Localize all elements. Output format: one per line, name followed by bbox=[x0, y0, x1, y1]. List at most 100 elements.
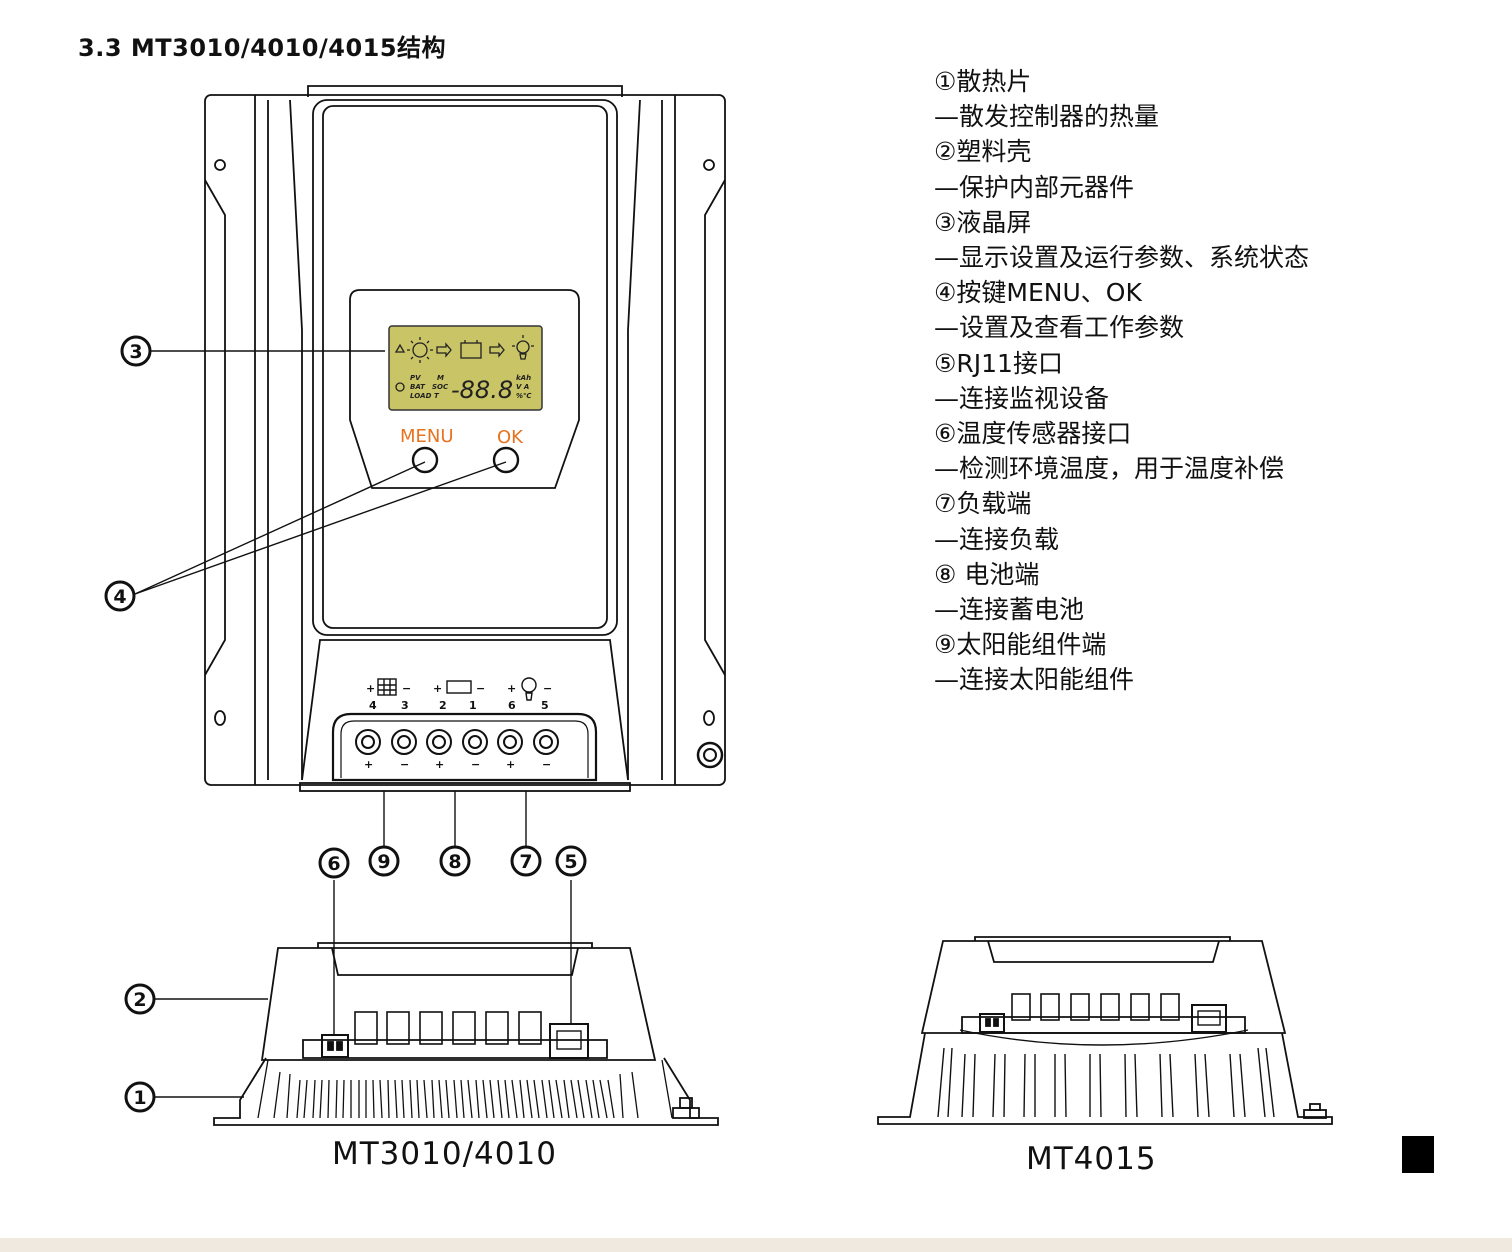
svg-text:+: + bbox=[433, 682, 442, 695]
battery-icon bbox=[460, 342, 482, 359]
legend-line: ⑧ 电池端 bbox=[934, 559, 1040, 589]
terminal-number: 4 bbox=[369, 699, 377, 712]
callout-5: 5 bbox=[555, 845, 587, 877]
ground-terminal bbox=[672, 1107, 700, 1119]
page-marker bbox=[1402, 1136, 1434, 1173]
svg-text:3: 3 bbox=[129, 341, 142, 363]
svg-text:2: 2 bbox=[133, 989, 146, 1011]
callout-3: 3 bbox=[120, 335, 152, 367]
callout-6: 6 bbox=[318, 847, 350, 879]
svg-text:6: 6 bbox=[327, 853, 340, 875]
svg-text:+: + bbox=[507, 682, 516, 695]
legend-line: —保护内部元器件 bbox=[934, 172, 1135, 202]
terminal-sign: + bbox=[506, 758, 515, 771]
warning-icon bbox=[394, 343, 406, 353]
lcd-label: M bbox=[437, 374, 444, 382]
side-view-mt4015 bbox=[877, 936, 1333, 1125]
terminal-opening bbox=[1070, 993, 1090, 1021]
legend-line: —连接太阳能组件 bbox=[934, 665, 1135, 695]
battery-terminal-icon bbox=[446, 680, 472, 694]
legend-line: —连接监视设备 bbox=[934, 383, 1110, 413]
terminal-number: 2 bbox=[439, 699, 447, 712]
rj11-port bbox=[1191, 1004, 1227, 1033]
terminal-screw bbox=[497, 729, 523, 755]
callout-4: 4 bbox=[104, 580, 136, 612]
terminal-sign: + bbox=[435, 758, 444, 771]
legend-line: —检测环境温度，用于温度补偿 bbox=[934, 454, 1285, 484]
terminal-sign: − bbox=[471, 758, 480, 771]
mount-hole bbox=[214, 159, 226, 171]
ok-label: OK bbox=[497, 427, 524, 448]
callouts: 3 4 6 9 8 7 5 2 bbox=[104, 335, 587, 1113]
terminal-opening bbox=[1160, 993, 1180, 1021]
footer-band bbox=[0, 1238, 1512, 1252]
svg-text:9: 9 bbox=[377, 851, 390, 873]
ok-button[interactable] bbox=[492, 446, 520, 474]
legend-line: ①散热片 bbox=[934, 67, 1032, 96]
terminal-opening bbox=[419, 1011, 443, 1045]
menu-button[interactable] bbox=[411, 446, 439, 474]
mount-hole bbox=[214, 710, 226, 726]
legend-line: ⑥温度传感器接口 bbox=[934, 419, 1132, 449]
lcd-label: PV bbox=[410, 374, 421, 382]
svg-text:1: 1 bbox=[133, 1087, 146, 1109]
legend-line: ⑨太阳能组件端 bbox=[934, 630, 1107, 660]
terminal-sign: + bbox=[364, 758, 373, 771]
legend-line: —显示设置及运行参数、系统状态 bbox=[934, 243, 1310, 273]
lcd-label: SOC bbox=[432, 383, 449, 391]
terminal-opening bbox=[1100, 993, 1120, 1021]
svg-text:8: 8 bbox=[448, 851, 461, 873]
model-label-mt4015: MT4015 bbox=[1026, 1141, 1157, 1177]
menu-label: MENU bbox=[400, 426, 454, 447]
sun-icon bbox=[412, 342, 428, 358]
load-bulb-icon bbox=[521, 677, 537, 693]
lcd-digits: -88.8 bbox=[451, 376, 513, 404]
legend-line: ⑦负载端 bbox=[934, 489, 1032, 519]
legend-line: ②塑料壳 bbox=[934, 137, 1032, 167]
terminal-opening bbox=[485, 1011, 509, 1045]
lcd-label: T bbox=[434, 392, 440, 400]
page-heading: 3.3 MT3010/4010/4015结构 bbox=[78, 34, 447, 62]
arrow-icon bbox=[436, 342, 452, 358]
terminal-number: 1 bbox=[469, 699, 477, 712]
temp-sensor-port bbox=[979, 1013, 1005, 1033]
svg-text:−: − bbox=[543, 682, 552, 695]
side-view-mt3010 bbox=[155, 880, 719, 1126]
ground-screw bbox=[696, 741, 724, 769]
mount-hole bbox=[703, 710, 715, 726]
legend-line: —设置及查看工作参数 bbox=[934, 313, 1185, 343]
lcd-label: V A bbox=[516, 383, 529, 391]
solar-panel-icon bbox=[377, 678, 397, 696]
legend-list: ①散热片 —散发控制器的热量 ②塑料壳 —保护内部元器件 ③液晶屏 —显示设置及… bbox=[934, 64, 1309, 698]
svg-text:4: 4 bbox=[113, 586, 126, 608]
terminal-screw bbox=[391, 729, 417, 755]
temp-sensor-port bbox=[321, 1034, 349, 1058]
terminal-opening bbox=[1011, 993, 1031, 1021]
controller-body bbox=[204, 94, 726, 786]
callout-8: 8 bbox=[439, 845, 471, 877]
lcd-screen bbox=[388, 325, 543, 411]
legend-line: —连接蓄电池 bbox=[934, 595, 1085, 625]
svg-text:−: − bbox=[402, 682, 411, 695]
svg-text:5: 5 bbox=[564, 851, 577, 873]
lcd-label: BAT bbox=[410, 383, 426, 391]
callout-1: 1 bbox=[124, 1081, 156, 1113]
terminal-opening bbox=[354, 1011, 378, 1045]
callout-2: 2 bbox=[124, 983, 156, 1015]
bulb-icon bbox=[516, 340, 530, 354]
svg-text:−: − bbox=[476, 682, 485, 695]
base-strip bbox=[299, 782, 631, 792]
svg-text:7: 7 bbox=[519, 851, 532, 873]
terminal-sign: − bbox=[400, 758, 409, 771]
terminal-opening bbox=[518, 1011, 542, 1045]
rj11-port bbox=[549, 1023, 589, 1059]
gear-icon bbox=[395, 382, 405, 392]
terminal-number: 3 bbox=[401, 699, 409, 712]
mount-hole bbox=[703, 159, 715, 171]
terminal-opening bbox=[452, 1011, 476, 1045]
front-view: PV BAT LOAD M SOC T kAh V A %℃ -88.8 MEN… bbox=[134, 85, 726, 846]
legend-line: ⑤RJ11接口 bbox=[934, 348, 1063, 378]
callout-9: 9 bbox=[368, 845, 400, 877]
terminal-screw bbox=[426, 729, 452, 755]
